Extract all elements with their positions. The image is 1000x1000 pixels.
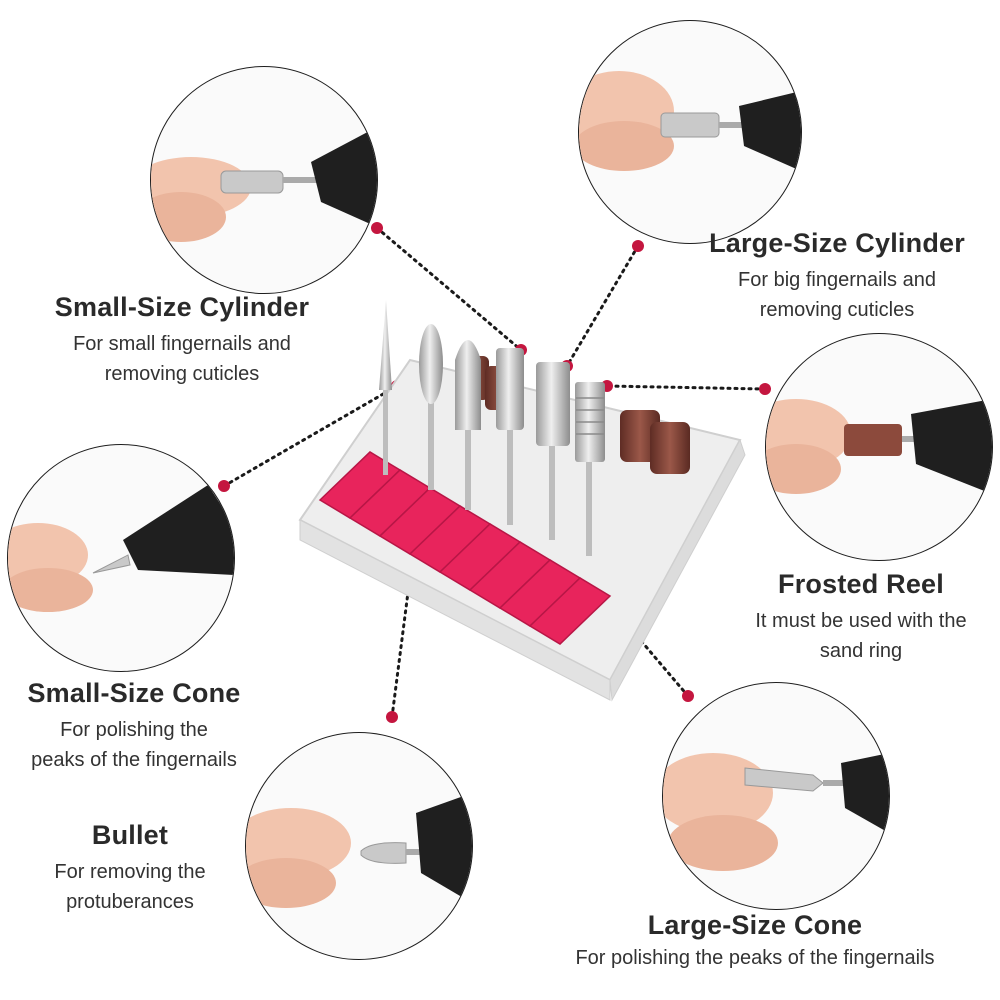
dot: [464, 434, 476, 446]
product-title: Small-Size Cone: [27, 678, 241, 708]
frosted-reel-photo: [765, 333, 993, 561]
dot: [386, 711, 398, 723]
dot: [371, 222, 383, 234]
product-description: For polishing the peaks of the fingernai…: [575, 947, 935, 969]
connector-bullet: [390, 419, 432, 719]
label-small-cylinder: Small-Size Cylinder For small fingernail…: [10, 292, 354, 389]
small-cylinder-photo: [150, 66, 378, 294]
product-description: It must be used with the sand ring: [755, 610, 967, 662]
product-title: Large-Size Cone: [647, 910, 863, 940]
small-cone-photo: [7, 444, 235, 672]
connector-frosted-reel: [605, 384, 767, 391]
dot: [561, 360, 573, 372]
connector-small-cone: [222, 384, 399, 488]
product-title: Bullet: [91, 820, 169, 850]
dot: [682, 690, 694, 702]
dot: [759, 383, 771, 395]
product-description: For small fingernails and removing cutic…: [73, 333, 291, 385]
dot: [391, 380, 403, 392]
product-title: Large-Size Cylinder: [709, 228, 965, 258]
large-cylinder-bit-icon: [579, 71, 801, 171]
connector-large-cylinder: [565, 244, 640, 368]
product-title: Small-Size Cylinder: [54, 292, 310, 322]
dot: [632, 240, 644, 252]
product-description: For removing the protuberances: [54, 861, 206, 913]
label-large-cone: Large-Size Cone For polishing the peaks …: [510, 910, 1000, 973]
dot: [515, 344, 527, 356]
large-cylinder-photo: [578, 20, 802, 244]
dot: [424, 415, 436, 427]
label-frosted-reel: Frosted Reel It must be used with the sa…: [722, 569, 1000, 666]
bullet-photo: [245, 732, 473, 960]
product-title: Frosted Reel: [778, 569, 944, 599]
label-bullet: Bullet For removing the protuberances: [10, 820, 250, 917]
product-description: For polishing the peaks of the fingernai…: [31, 719, 237, 771]
large-cone-photo: [662, 682, 890, 910]
product-description: For big fingernails and removing cuticle…: [738, 269, 936, 321]
dot: [218, 480, 230, 492]
small-cylinder-bit-icon: [151, 127, 377, 242]
connector-small-cylinder: [375, 226, 523, 352]
small-cone-bit-icon: [8, 485, 234, 612]
connector-large-cone: [468, 438, 690, 698]
large-cone-bit-icon: [663, 753, 889, 871]
label-small-cone: Small-Size Cone For polishing the peaks …: [0, 678, 268, 775]
frosted-reel-icon: [766, 399, 992, 494]
label-large-cylinder: Large-Size Cylinder For big fingernails …: [674, 228, 1000, 325]
bullet-bit-icon: [246, 793, 472, 908]
dot: [601, 380, 613, 392]
